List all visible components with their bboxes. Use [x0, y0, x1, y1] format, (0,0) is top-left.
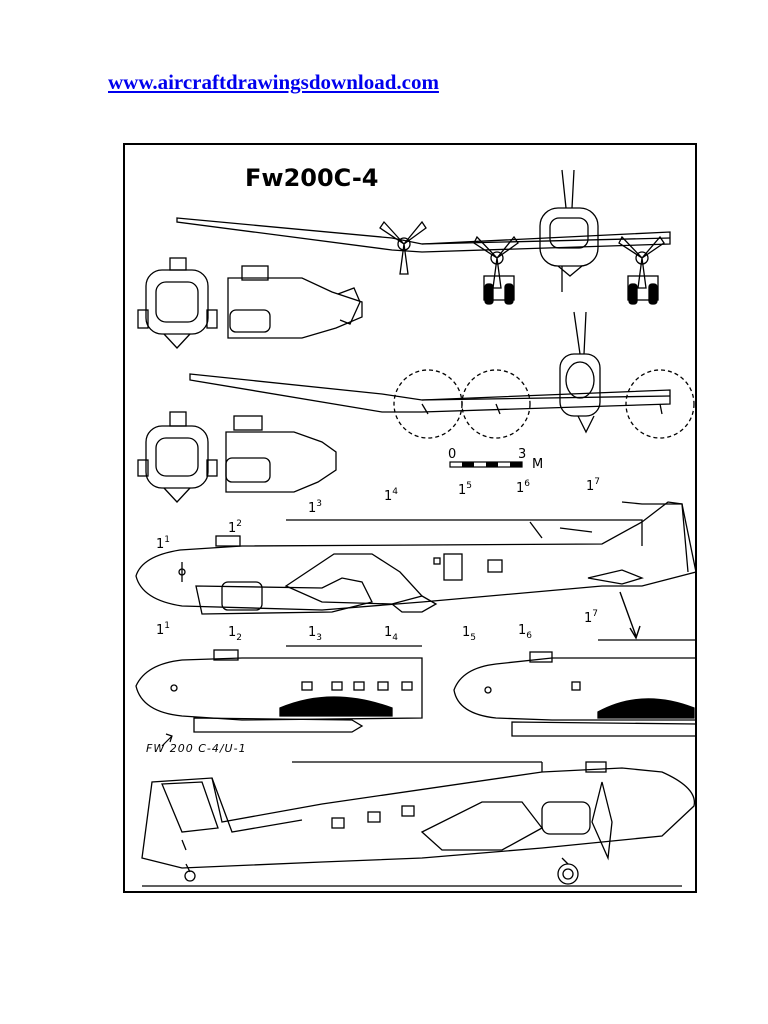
svg-text:12: 12 [228, 625, 242, 643]
drawing-sheet: Fw200C-4 [122, 142, 698, 894]
drawing-frame [123, 143, 697, 893]
variant-label: FW 200 C-4/U-1 [146, 742, 247, 755]
svg-text:16: 16 [518, 623, 532, 641]
side-view [135, 501, 697, 615]
scale-max: 3 [518, 447, 526, 462]
scale-bar: 0 3 M [448, 447, 543, 472]
arrow [619, 591, 641, 640]
three-view-drawing: Fw200C-4 [123, 143, 697, 893]
front-view [176, 169, 671, 305]
svg-text:14: 14 [384, 625, 398, 643]
svg-text:17: 17 [584, 609, 598, 626]
nose-front-detail-1 [137, 257, 218, 349]
svg-text:16: 16 [516, 479, 530, 496]
drawing-title: Fw200C-4 [245, 164, 379, 192]
svg-text:13: 13 [308, 499, 322, 516]
scale-unit: M [532, 457, 543, 472]
top-view [189, 311, 695, 439]
svg-text:12: 12 [228, 519, 242, 536]
svg-text:11: 11 [156, 535, 170, 552]
scale-zero: 0 [448, 447, 456, 462]
nose-side-detail-2 [225, 415, 337, 493]
side-view-reverse [141, 761, 696, 887]
nose-side-detail-1 [227, 265, 363, 339]
variant-u1-left [135, 645, 423, 733]
svg-text:17: 17 [586, 477, 600, 494]
variant-u1-right [453, 639, 697, 737]
svg-text:15: 15 [458, 481, 472, 498]
svg-text:14: 14 [384, 487, 398, 504]
svg-text:13: 13 [308, 625, 322, 643]
site-link[interactable]: www.aircraftdrawingsdownload.com [108, 70, 439, 94]
svg-text:15: 15 [462, 625, 476, 643]
nose-front-detail-2 [137, 411, 218, 503]
svg-text:11: 11 [156, 621, 170, 638]
station-labels-top: 11 12 13 14 15 16 17 [156, 477, 600, 552]
